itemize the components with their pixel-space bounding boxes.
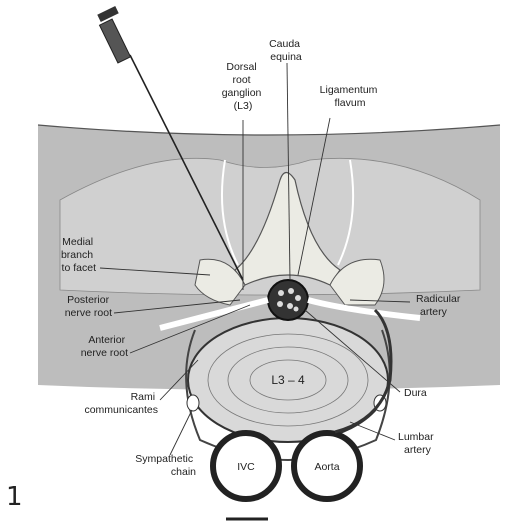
label-dura: Dura [404,387,427,399]
label-medial-branch: Medial branch to facet [61,236,96,274]
label-rami-communicantes: Rami communicantes [84,391,158,416]
label-ivc: IVC [237,461,255,473]
sympathetic-ganglion-left [187,395,199,411]
label-dorsal-root-ganglion: Dorsal root ganglion (L3) [222,61,265,112]
dural-sac [268,280,308,320]
label-ligamentum-flavum: Ligamentum flavum [320,84,381,109]
label-lumbar-artery: Lumbar artery [398,431,437,456]
page-number: 1 [6,482,23,512]
label-anterior-nerve-root: Anterior nerve root [81,334,128,359]
label-sympathetic-chain: Sympathetic chain [135,453,196,478]
label-cauda-equina: Cauda equina [269,38,303,63]
label-posterior-nerve-root: Posterior nerve root [65,294,112,319]
label-disc: L3 – 4 [271,373,305,387]
label-aorta: Aorta [314,461,339,473]
